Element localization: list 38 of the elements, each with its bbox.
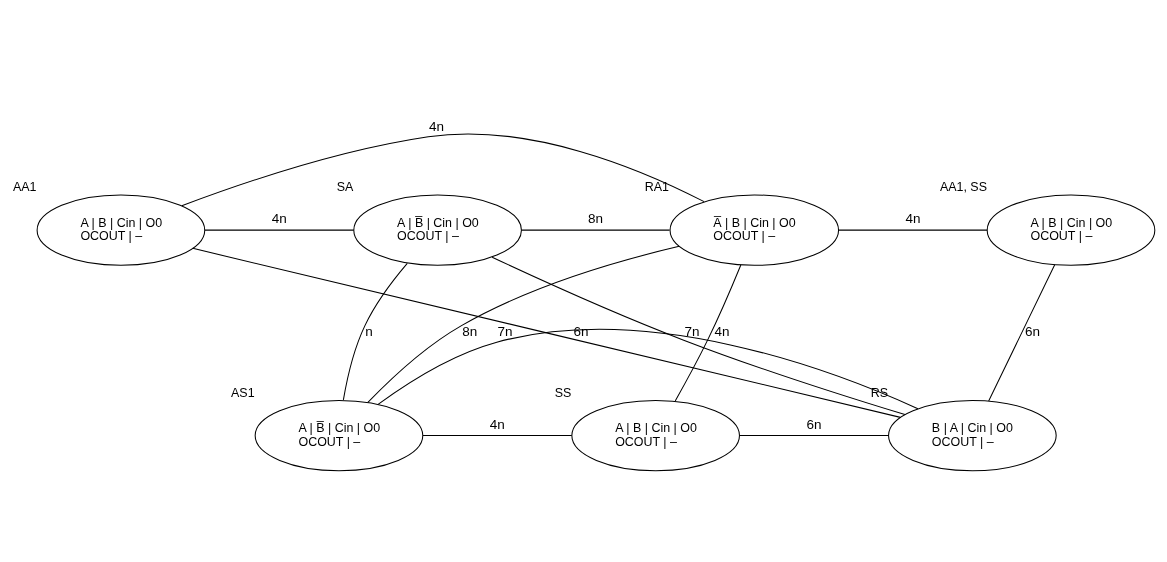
node-label: RA1 bbox=[644, 179, 670, 194]
connector bbox=[674, 263, 742, 401]
edge-label: 4n bbox=[714, 323, 730, 339]
node-label: AA1 bbox=[12, 179, 37, 194]
node-ellipse: A | B̅ | Cin | O0 OCOUT | – bbox=[353, 193, 522, 266]
edge-label: 7n bbox=[497, 323, 513, 339]
connector bbox=[422, 434, 573, 436]
node-label: AA1, SS bbox=[939, 179, 987, 194]
node-ellipse: A | B | Cin | O0 OCOUT | – bbox=[36, 193, 206, 266]
connector bbox=[367, 245, 680, 403]
edge-label: 4n bbox=[271, 210, 287, 226]
edge-label: 8n bbox=[588, 210, 604, 226]
edge-label: 6n bbox=[1025, 323, 1041, 339]
node-ellipse: A̅ | B | Cin | O0 OCOUT | – bbox=[669, 193, 840, 266]
connector bbox=[521, 229, 671, 231]
connector bbox=[838, 229, 988, 231]
connector bbox=[204, 229, 355, 231]
edge-label: 7n bbox=[684, 323, 700, 339]
connector bbox=[739, 434, 889, 436]
node-ellipse: A | B | Cin | O0 OCOUT | – bbox=[571, 399, 740, 471]
edge-label: 4n bbox=[489, 416, 505, 432]
node-ellipse: A | B | Cin | O0 OCOUT | – bbox=[986, 193, 1156, 266]
connector bbox=[377, 328, 919, 409]
edge-label: 4n bbox=[429, 118, 445, 134]
node-label: SA bbox=[336, 179, 354, 194]
edge-label: 8n bbox=[462, 323, 478, 339]
connector bbox=[491, 256, 906, 415]
connector bbox=[181, 133, 705, 206]
node-ellipse: B | A | Cin | O0 OCOUT | – bbox=[888, 399, 1057, 471]
edge-label: 4n bbox=[905, 210, 921, 226]
connector bbox=[988, 263, 1056, 401]
node-label: SS bbox=[554, 385, 572, 400]
edge-label: 6n bbox=[806, 416, 822, 432]
node-label: AS1 bbox=[231, 385, 255, 400]
edge-label: n bbox=[365, 323, 373, 339]
node-ellipse: A | B̅ | Cin | O0 OCOUT | – bbox=[254, 399, 424, 471]
connector bbox=[342, 262, 408, 400]
connector bbox=[192, 247, 901, 418]
